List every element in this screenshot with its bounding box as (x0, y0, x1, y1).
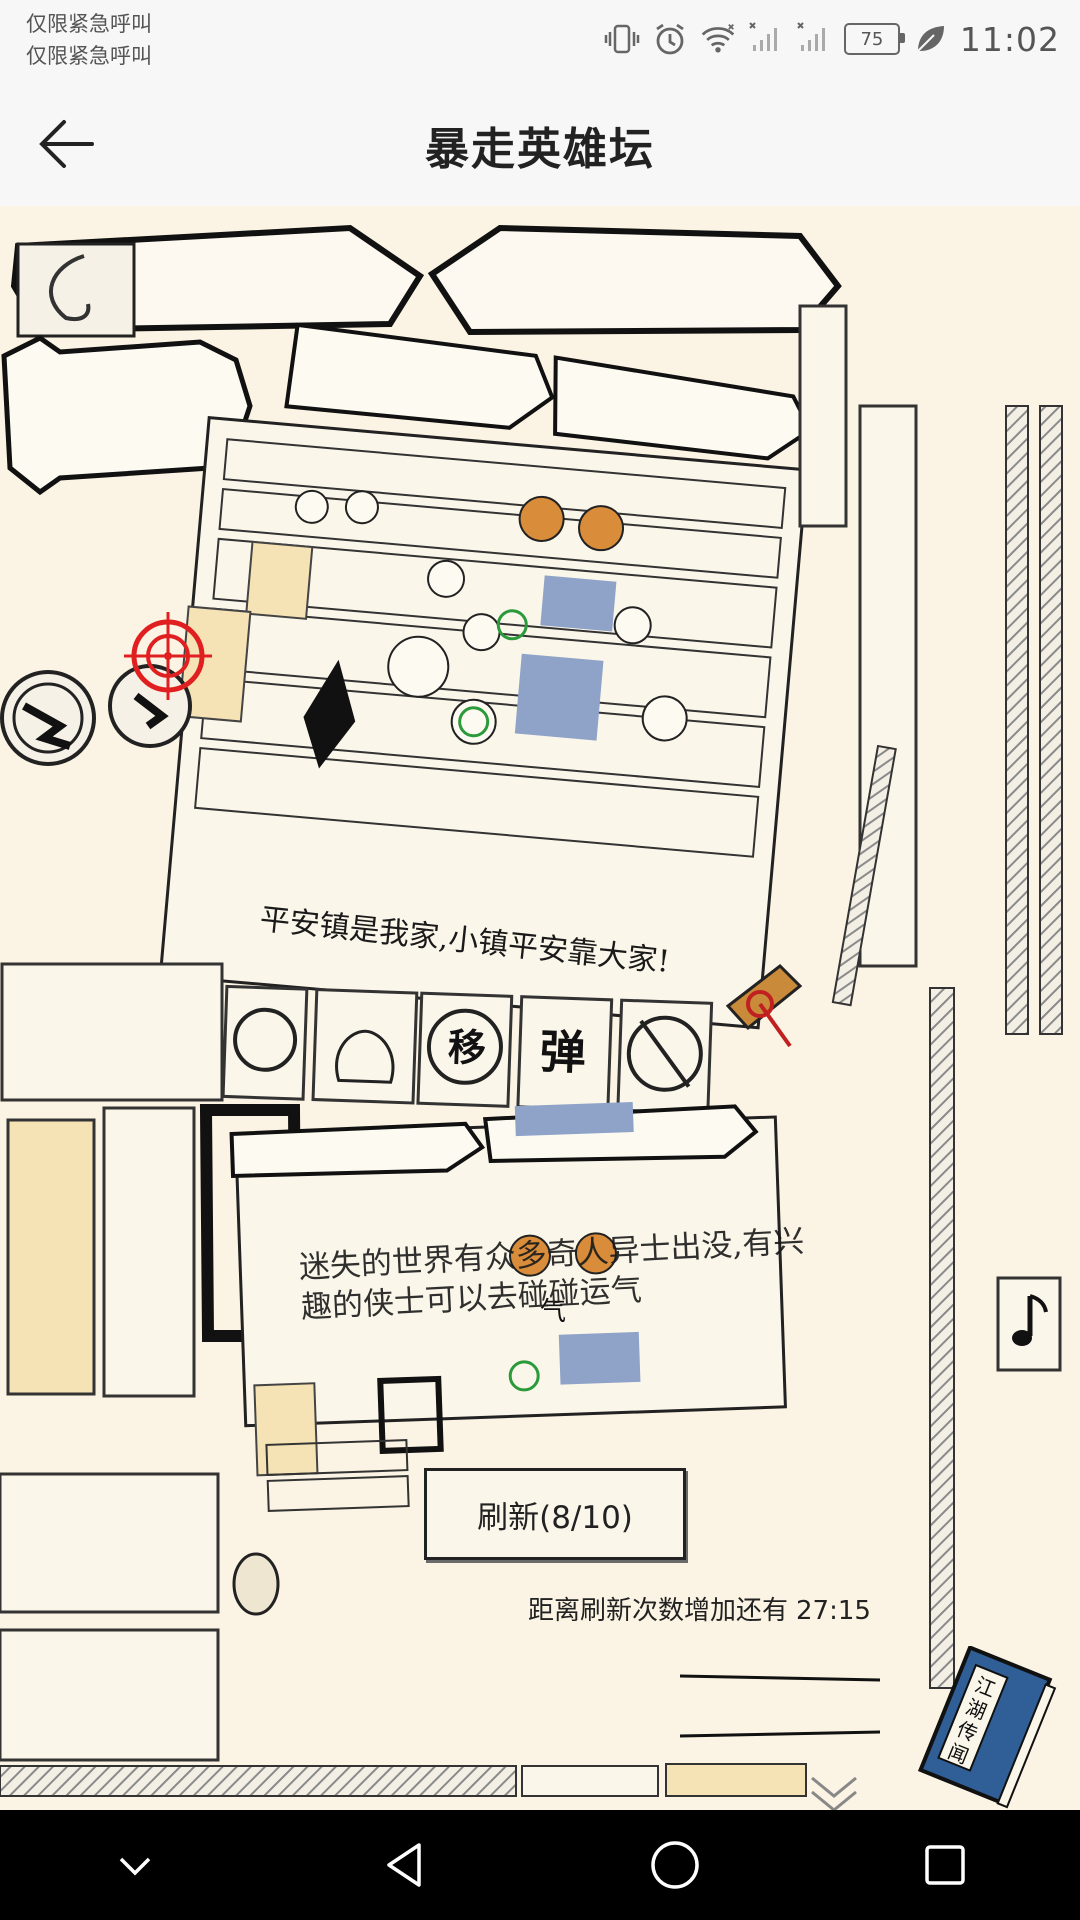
battery-level: 75 (860, 28, 884, 50)
double-chevron-icon (811, 1776, 857, 1810)
hatched-pillar (1039, 405, 1063, 1035)
yellow-panel (6, 1118, 96, 1396)
battery-icon: 75 (843, 23, 905, 55)
knob (232, 1552, 280, 1616)
heart-button[interactable] (16, 242, 136, 338)
pillar (798, 304, 848, 528)
back-button[interactable] (30, 108, 102, 180)
game-canvas[interactable]: 移 弹 气 (0, 206, 1080, 1810)
alarm-icon (656, 23, 684, 55)
leaf-icon (917, 26, 944, 52)
ink-lines (679, 1674, 881, 1738)
game-board-lower (229, 1101, 787, 1512)
carrier-line-1: 仅限紧急呼叫 (26, 12, 152, 36)
rumors-book-button[interactable]: 江 湖 传 闻 (912, 1644, 1062, 1810)
clock: 11:02 (959, 19, 1060, 59)
status-icons: 75 11:02 (604, 14, 1060, 64)
tile-row (221, 984, 714, 1115)
tile-label-bullet: 弹 (539, 1024, 587, 1080)
carrier-text: 仅限紧急呼叫 仅限紧急呼叫 (26, 8, 152, 72)
tile-label-move: 移 (447, 1024, 487, 1070)
countdown-value: 27:15 (796, 1596, 871, 1626)
stamp-circle-2 (108, 664, 192, 748)
game-board-upper (158, 322, 813, 1030)
chevron-down-icon (119, 1857, 151, 1876)
page-title: 暴走英雄坛 (425, 124, 655, 175)
arrow-left-icon (39, 120, 94, 168)
music-note-button[interactable] (996, 1276, 1062, 1372)
nav-hide-button[interactable] (85, 1815, 185, 1915)
scroll-icon[interactable] (725, 964, 803, 1048)
recents-square-icon (925, 1845, 965, 1885)
system-nav-bar (0, 1810, 1080, 1920)
carrier-line-2: 仅限紧急呼叫 (26, 44, 152, 68)
tile-label-qi: 气 (540, 1297, 566, 1327)
wifi-icon (701, 23, 735, 53)
countdown-label: 距离刷新次数增加还有 (528, 1596, 789, 1626)
status-bar: 仅限紧急呼叫 仅限紧急呼叫 75 11 (0, 0, 1080, 80)
nav-recents-button[interactable] (895, 1815, 995, 1915)
nav-home-button[interactable] (625, 1815, 725, 1915)
hatched-bar (0, 1765, 517, 1797)
stamp-circle-1 (0, 670, 96, 766)
target-icon[interactable] (124, 612, 212, 700)
refresh-button[interactable]: 刷新(8/10) (424, 1468, 686, 1560)
game-scene: 移 弹 气 (0, 224, 1063, 1810)
back-triangle-icon (387, 1843, 421, 1887)
signal-icon-2 (797, 22, 825, 51)
hatched-pillar (929, 987, 955, 1689)
hatched-pillar (1005, 405, 1029, 1035)
vibrate-icon (604, 24, 640, 54)
top-banner-right (427, 224, 842, 336)
left-panels (0, 962, 224, 1762)
home-circle-icon (651, 1841, 699, 1889)
nav-back-button[interactable] (355, 1815, 455, 1915)
title-bar: 暴走英雄坛 (0, 80, 1080, 206)
signal-icon (749, 22, 777, 51)
book-icon: 江 湖 传 闻 (917, 1644, 1057, 1809)
